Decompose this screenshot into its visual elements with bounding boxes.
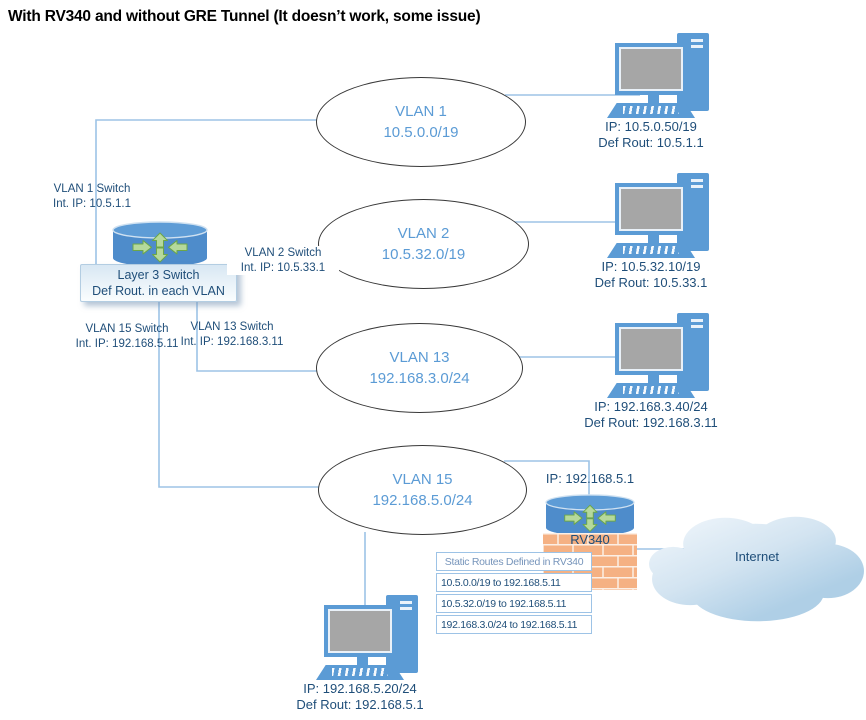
switch-label-line1: Layer 3 Switch xyxy=(117,267,200,282)
pc-vlan2: IP: 10.5.32.10/19 Def Rout: 10.5.33.1 xyxy=(595,173,712,293)
pc-vlan13: IP: 192.168.3.40/24 Def Rout: 192.168.3.… xyxy=(584,313,718,433)
monitor-stand xyxy=(357,657,368,667)
vlan2-name: VLAN 2 xyxy=(397,225,450,242)
drive-bay-icon xyxy=(691,319,703,322)
port-name: VLAN 2 Switch xyxy=(244,247,322,259)
keyboard-icon xyxy=(607,103,695,118)
drive-bay-icon xyxy=(691,185,703,188)
monitor-stand xyxy=(648,235,659,245)
keyboard-icon xyxy=(316,665,404,680)
port-name: VLAN 13 Switch xyxy=(190,321,274,333)
switch-label-line2: Def Rout. in each VLAN xyxy=(92,284,225,298)
router-lan-ip-label: IP: 192.168.5.1 xyxy=(545,471,635,486)
pc-vlan15-label: IP: 192.168.5.20/24 Def Rout: 192.168.5.… xyxy=(275,681,445,713)
monitor-icon xyxy=(324,605,396,657)
pc-ip: IP: 192.168.5.20/24 xyxy=(303,681,417,696)
internet-cloud-icon xyxy=(649,516,864,622)
pc-ip: IP: 10.5.0.50/19 xyxy=(605,119,697,134)
port-ip: Int. IP: 10.5.33.1 xyxy=(240,261,326,274)
vlan13-ellipse: VLAN 13 192.168.3.0/24 xyxy=(316,323,523,413)
pc-vlan13-label: IP: 192.168.3.40/24 Def Rout: 192.168.3.… xyxy=(566,399,736,431)
vlan13-name: VLAN 13 xyxy=(389,349,450,366)
monitor-icon xyxy=(615,183,687,235)
router-arrows-icon xyxy=(564,504,616,532)
screen xyxy=(328,609,392,653)
vlan2-subnet: 10.5.32.0/19 xyxy=(381,246,466,263)
monitor-icon xyxy=(615,323,687,375)
diagram-title: With RV340 and without GRE Tunnel (It do… xyxy=(8,8,481,25)
drive-bay-icon xyxy=(691,325,703,328)
port-label-vlan1: VLAN 1 Switch Int. IP: 10.5.1.1 xyxy=(32,182,152,211)
pc-def-route: Def Rout: 192.168.3.11 xyxy=(584,415,718,430)
pc-def-route: Def Rout: 10.5.33.1 xyxy=(594,275,708,290)
connector-switch-vlan1 xyxy=(95,119,318,266)
route-row: 10.5.0.0/19 to 192.168.5.11 xyxy=(436,573,592,592)
port-name: VLAN 1 Switch xyxy=(53,183,131,195)
pc-ip: IP: 192.168.3.40/24 xyxy=(594,399,708,414)
router-name-label: RV340 xyxy=(570,532,610,547)
drive-bay-icon xyxy=(400,601,412,604)
pc-vlan15: IP: 192.168.5.20/24 Def Rout: 192.168.5.… xyxy=(296,595,424,715)
connector-switch-vlan13 xyxy=(196,300,318,372)
vlan15-name: VLAN 15 xyxy=(392,471,453,488)
port-ip: Int. IP: 10.5.1.1 xyxy=(53,197,131,210)
static-routes-table: Static Routes Defined in RV340 10.5.0.0/… xyxy=(436,552,592,636)
keyboard-keys xyxy=(623,246,679,254)
vlan2-ellipse: VLAN 2 10.5.32.0/19 xyxy=(318,199,529,289)
pc-vlan1-label: IP: 10.5.0.50/19 Def Rout: 10.5.1.1 xyxy=(566,119,736,151)
pc-ip: IP: 10.5.32.10/19 xyxy=(601,259,701,274)
port-label-vlan13: VLAN 13 Switch Int. IP: 192.168.3.11 xyxy=(167,320,297,349)
monitor-stand xyxy=(648,95,659,105)
drive-bay-icon xyxy=(691,45,703,48)
port-ip: Int. IP: 192.168.5.11 xyxy=(75,337,179,350)
vlan15-ellipse: VLAN 15 192.168.5.0/24 xyxy=(318,445,527,535)
vlan15-subnet: 192.168.5.0/24 xyxy=(372,492,473,509)
port-name: VLAN 15 Switch xyxy=(85,323,169,335)
drive-bay-icon xyxy=(400,607,412,610)
rv340-router-icon xyxy=(545,494,635,536)
port-label-vlan2: VLAN 2 Switch Int. IP: 10.5.33.1 xyxy=(227,246,339,275)
vlan1-name: VLAN 1 xyxy=(395,103,447,120)
pc-vlan2-label: IP: 10.5.32.10/19 Def Rout: 10.5.33.1 xyxy=(566,259,736,291)
pc-def-route: Def Rout: 192.168.5.1 xyxy=(296,697,424,712)
vlan1-subnet: 10.5.0.0/19 xyxy=(383,124,459,141)
pc-vlan1: IP: 10.5.0.50/19 Def Rout: 10.5.1.1 xyxy=(598,33,712,153)
route-row: 10.5.32.0/19 to 192.168.5.11 xyxy=(436,594,592,613)
keyboard-keys xyxy=(623,386,679,394)
cloud-shape xyxy=(649,516,864,622)
route-row: 192.168.3.0/24 to 192.168.5.11 xyxy=(436,615,592,634)
keyboard-keys xyxy=(332,668,388,676)
layer3-switch-icon xyxy=(112,221,208,267)
keyboard-keys xyxy=(623,106,679,114)
connector-vlan15-router xyxy=(504,460,590,506)
pc-def-route: Def Rout: 10.5.1.1 xyxy=(598,135,704,150)
port-ip: Int. IP: 192.168.3.11 xyxy=(180,335,284,348)
monitor-stand xyxy=(648,375,659,385)
switch-arrows-icon xyxy=(132,232,188,263)
routes-table-header: Static Routes Defined in RV340 xyxy=(436,552,592,571)
drive-bay-icon xyxy=(691,179,703,182)
screen xyxy=(619,187,683,231)
connector-switch-vlan15 xyxy=(158,300,320,488)
keyboard-icon xyxy=(607,383,695,398)
switch-label-box: Layer 3 Switch Def Rout. in each VLAN xyxy=(80,264,237,302)
internet-label: Internet xyxy=(734,549,780,564)
vlan1-ellipse: VLAN 1 10.5.0.0/19 xyxy=(316,77,526,167)
drive-bay-icon xyxy=(691,39,703,42)
monitor-icon xyxy=(615,43,687,95)
vlan13-subnet: 192.168.3.0/24 xyxy=(369,370,470,387)
keyboard-icon xyxy=(607,243,695,258)
port-label-vlan15: VLAN 15 Switch Int. IP: 192.168.5.11 xyxy=(62,322,192,351)
screen xyxy=(619,47,683,91)
screen xyxy=(619,327,683,371)
